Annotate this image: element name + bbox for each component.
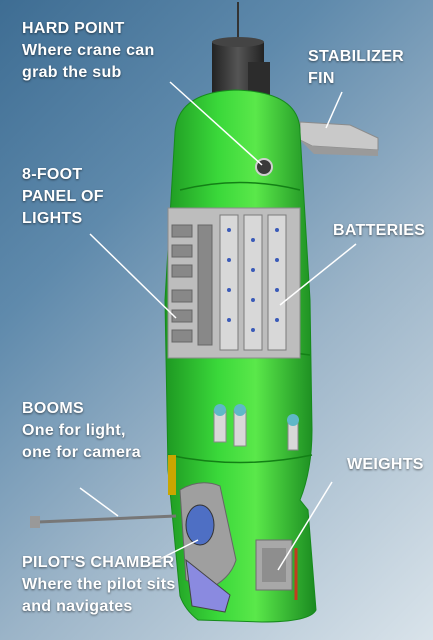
label-stabilizer-fin: STABILIZER FIN — [308, 46, 404, 90]
label-stabilizer-line-1: STABILIZER — [308, 48, 405, 65]
leader-pilot — [149, 539, 199, 565]
label-lights-line-1: 8-FOOT — [22, 166, 83, 183]
stabilizer-fin — [299, 121, 379, 156]
label-lights-line-2: PANEL OF — [22, 188, 104, 205]
thrusters — [213, 404, 299, 451]
label-weights-title: WEIGHTS — [347, 456, 424, 473]
light-modules — [171, 224, 213, 346]
battery-stacks — [219, 214, 287, 351]
leader-lines — [79, 81, 357, 571]
booms — [30, 455, 177, 528]
label-hard-point: HARD POINT Where crane can grab the sub — [22, 18, 155, 84]
label-batteries-title: BATTERIES — [333, 222, 426, 239]
label-booms-desc-1: One for light, — [22, 422, 126, 439]
label-booms: BOOMS One for light, one for camera — [22, 398, 141, 464]
label-hard-point-desc-1: Where crane can — [22, 42, 155, 59]
label-pilots-chamber: PILOT'S CHAMBER Where the pilot sits and… — [22, 552, 176, 618]
weights — [255, 539, 298, 600]
leader-hard-point — [169, 81, 263, 166]
label-batteries: BATTERIES — [333, 220, 425, 242]
label-booms-title: BOOMS — [22, 400, 84, 417]
lights-battery-panel — [167, 207, 301, 359]
label-hard-point-title: HARD POINT — [22, 20, 125, 37]
sub-mast — [212, 2, 270, 100]
leader-stabilizer — [325, 91, 343, 129]
pilot-chamber — [179, 482, 237, 613]
leader-booms — [79, 487, 119, 517]
label-hard-point-desc-2: grab the sub — [22, 64, 122, 81]
label-pilot-title: PILOT'S CHAMBER — [22, 554, 175, 571]
leader-batteries — [279, 243, 357, 306]
leader-weights — [277, 481, 333, 571]
label-weights: WEIGHTS — [347, 454, 424, 476]
label-stabilizer-line-2: FIN — [308, 70, 335, 87]
label-pilot-desc-1: Where the pilot sits — [22, 576, 176, 593]
label-lights-line-3: LIGHTS — [22, 210, 83, 227]
label-panel-of-lights: 8-FOOT PANEL OF LIGHTS — [22, 164, 104, 230]
label-booms-desc-2: one for camera — [22, 444, 141, 461]
leader-lights — [89, 233, 177, 319]
label-pilot-desc-2: and navigates — [22, 598, 133, 615]
